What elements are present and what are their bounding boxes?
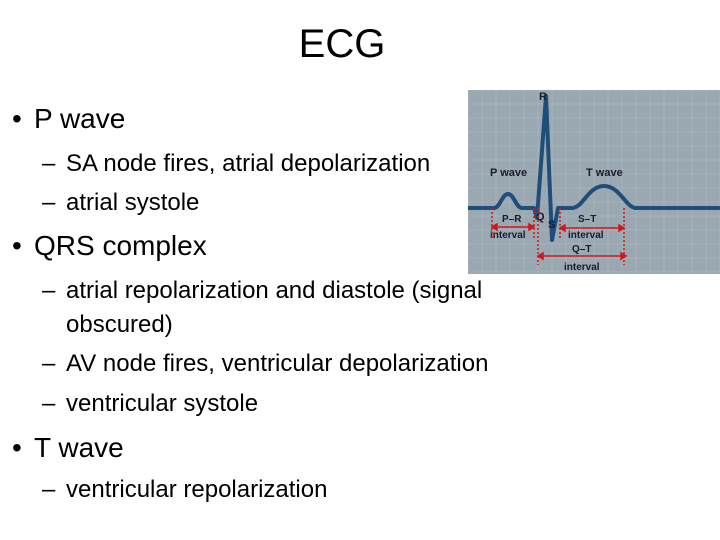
arrowhead — [536, 251, 544, 261]
bullet-marker: • — [12, 103, 22, 134]
ecg-diagram: R P wave T wave Q S P–R interval S–T int… — [468, 90, 720, 274]
sub-item: –atrial systole — [42, 189, 199, 217]
sub-item-text: AV node fires, ventricular depolarizatio… — [66, 350, 489, 377]
bullet-p-wave: • P wave — [12, 103, 125, 135]
arrowhead — [490, 222, 498, 232]
ecg-grid — [468, 90, 720, 274]
bullet-marker: • — [12, 432, 22, 463]
bullet-t-wave: • T wave — [12, 432, 124, 464]
sub-item: –atrial repolarization and diastole (sig… — [42, 277, 482, 305]
sub-item-text: ventricular systole — [66, 390, 259, 417]
arrowhead — [558, 223, 566, 233]
dash-marker: – — [42, 476, 56, 503]
dash-marker: – — [42, 150, 56, 177]
label-st: S–T — [578, 214, 596, 225]
dash-marker: – — [42, 189, 56, 216]
label-q: Q — [536, 211, 545, 223]
bullet-marker: • — [12, 230, 22, 261]
sub-item: –SA node fires, atrial depolarization — [42, 150, 430, 178]
ecg-trace — [468, 94, 720, 242]
label-s: S — [548, 219, 555, 231]
bullet-label: P wave — [34, 103, 126, 134]
label-pr: P–R — [502, 214, 522, 225]
bullet-label: QRS complex — [34, 230, 207, 261]
sub-item: –AV node fires, ventricular depolarizati… — [42, 350, 488, 378]
bullet-qrs-complex: • QRS complex — [12, 230, 207, 262]
sub-item-text: atrial systole — [66, 189, 200, 216]
sub-item: –ventricular systole — [42, 390, 258, 418]
sub-item-text: atrial repolarization and diastole (sign… — [66, 277, 483, 304]
dash-marker: – — [42, 350, 56, 377]
ecg-svg: R P wave T wave Q S P–R interval S–T int… — [468, 90, 720, 274]
dash-marker: – — [42, 390, 56, 417]
slide-title: ECG — [298, 22, 386, 66]
arrowhead — [618, 223, 626, 233]
sub-item-text: SA node fires, atrial depolarization — [66, 150, 431, 177]
sub-item: –ventricular repolarization — [42, 476, 327, 504]
label-p-wave: P wave — [490, 167, 527, 179]
sub-item-continuation: obscured) — [66, 311, 173, 338]
label-st-sub: interval — [568, 230, 604, 241]
sub-item-text: ventricular repolarization — [66, 476, 328, 503]
bullet-label: T wave — [34, 432, 124, 463]
label-qt: Q–T — [572, 244, 591, 255]
interval-arrows — [490, 208, 628, 265]
label-r: R — [539, 91, 547, 103]
arrowhead — [528, 222, 536, 232]
label-t-wave: T wave — [586, 167, 623, 179]
dash-marker: – — [42, 277, 56, 304]
label-qt-sub: interval — [564, 262, 600, 273]
label-pr-sub: interval — [490, 230, 526, 241]
